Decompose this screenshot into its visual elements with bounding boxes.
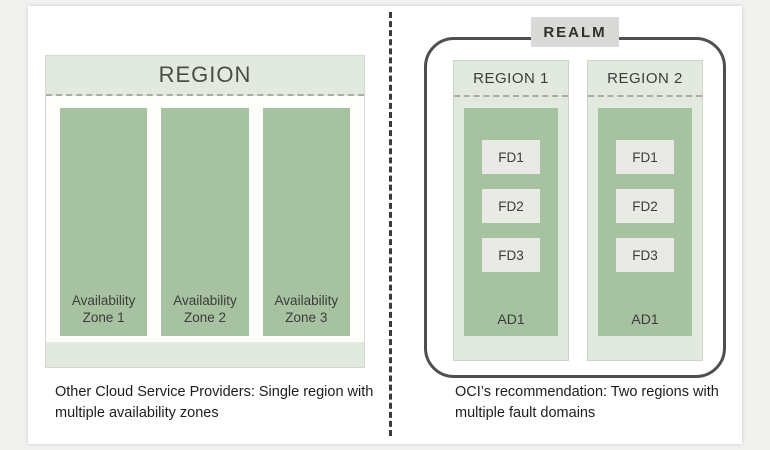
- region-footer-strip: [46, 342, 364, 367]
- availability-zone-3-label: Availability Zone 3: [274, 292, 339, 326]
- oci-region-2-availability-domain-box: FD1 FD2 FD3 AD1: [598, 108, 692, 336]
- panel-divider: [389, 12, 392, 436]
- right-caption: OCI’s recommendation: Two regions with m…: [455, 384, 719, 422]
- availability-zone-1-box: Availability Zone 1: [60, 108, 148, 336]
- region-1-availability-domain-label: AD1: [497, 311, 525, 327]
- region-2-fault-domain-2: FD2: [616, 189, 674, 223]
- realm-border-box: REGION 1 FD1 FD2 FD3 AD1 REGION 2 FD1 FD…: [424, 37, 726, 378]
- region-header: REGION: [46, 56, 364, 96]
- oci-region-1-box: REGION 1 FD1 FD2 FD3 AD1: [453, 60, 569, 361]
- availability-zone-2-box: Availability Zone 2: [161, 108, 249, 336]
- region-2-fault-domain-3: FD3: [616, 238, 674, 272]
- availability-zone-3-box: Availability Zone 3: [262, 108, 350, 336]
- oci-region-2-box: REGION 2 FD1 FD2 FD3 AD1: [587, 60, 703, 361]
- region-body: Availability Zone 1 Availability Zone 2 …: [46, 96, 364, 342]
- region-2-availability-domain-label: AD1: [631, 311, 659, 327]
- realm: REALM REGION 1 FD1 FD2 FD3 AD1 REGION 2 …: [424, 17, 726, 378]
- region-title: REGION: [158, 62, 252, 87]
- oci-region-1-availability-domain-box: FD1 FD2 FD3 AD1: [464, 108, 558, 336]
- availability-zone-2-label: Availability Zone 2: [173, 292, 237, 326]
- region-1-fault-domain-1: FD1: [482, 140, 540, 174]
- oci-region-1-title: REGION 1: [454, 61, 568, 97]
- left-caption: Other Cloud Service Providers: Single re…: [55, 384, 374, 422]
- availability-zone-1-label: Availability Zone 1: [71, 292, 136, 326]
- region-1-fault-domain-2: FD2: [482, 189, 540, 223]
- region-1-fault-domain-3: FD3: [482, 238, 540, 272]
- oci-region-2-title: REGION 2: [588, 61, 702, 97]
- region-2-fault-domain-1: FD1: [616, 140, 674, 174]
- realm-label: REALM: [531, 17, 619, 47]
- other-csp-region-box: REGION Availability Zone 1 Availability …: [45, 55, 365, 368]
